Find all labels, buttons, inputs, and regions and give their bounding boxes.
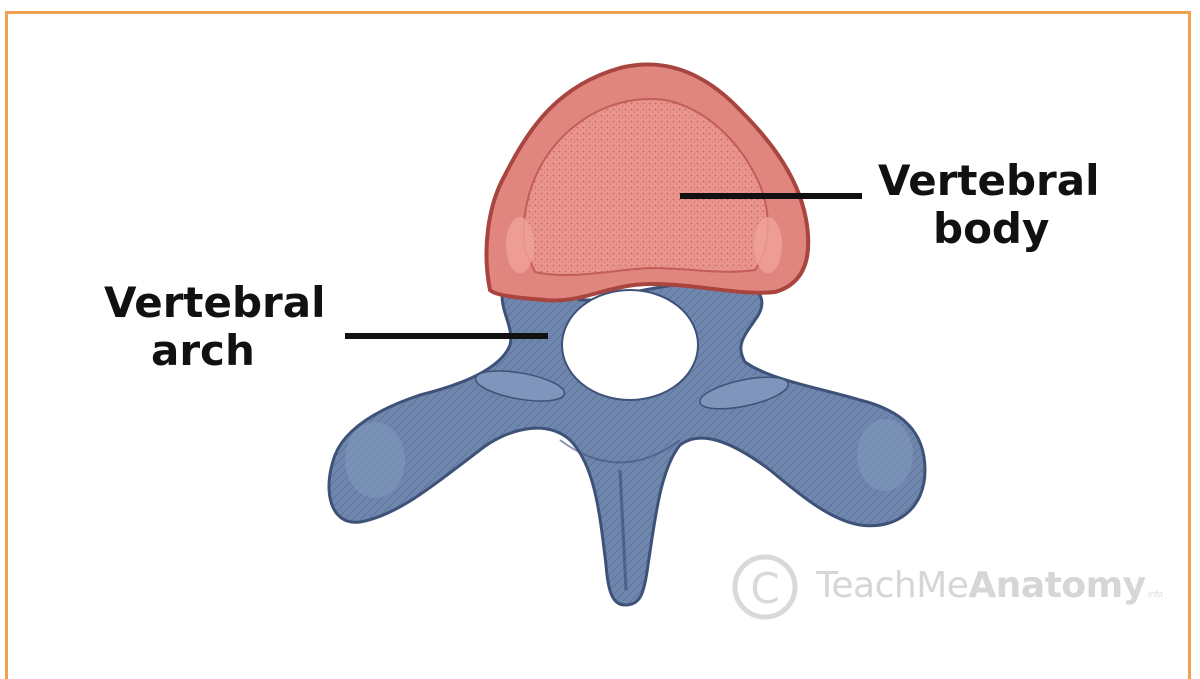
vertebral-arch-label-line1: Vertebral <box>104 279 325 327</box>
vertebral-arch-label-line2: arch <box>104 327 325 375</box>
vertebral-arch-label: Vertebral arch <box>104 279 325 375</box>
watermark-text-bold: Anatomy <box>968 565 1145 606</box>
watermark-suffix: info <box>1148 590 1163 600</box>
watermark-text-light: TeachMe <box>816 565 968 606</box>
vertebral-body-shape <box>486 64 808 300</box>
vertebral-foramen <box>562 290 698 400</box>
vertebral-body-label: Vertebral body <box>878 157 1099 253</box>
vertebral-body-label-line1: Vertebral <box>878 157 1099 205</box>
svg-text:C: C <box>750 564 779 613</box>
copyright-icon: C <box>735 557 795 617</box>
vertebral-body-label-line2: body <box>878 205 1099 253</box>
